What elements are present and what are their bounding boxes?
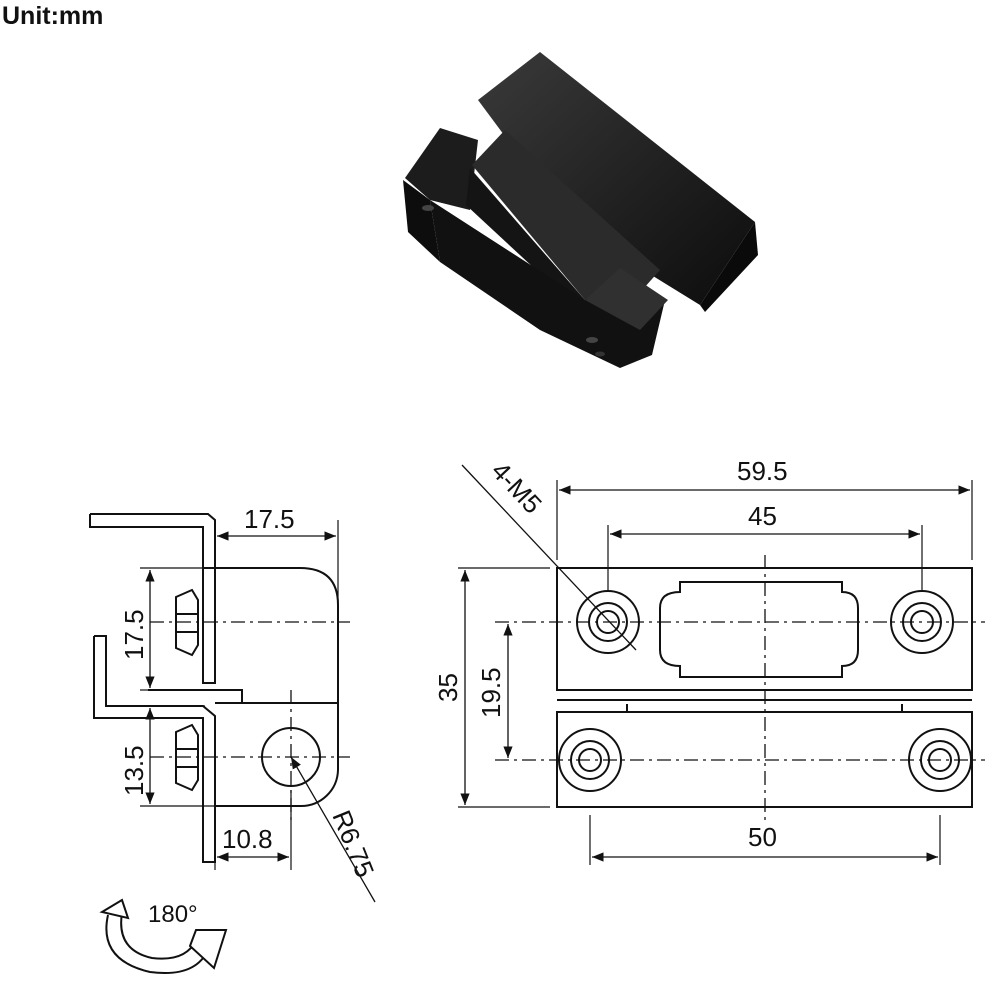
dim-height: 35 xyxy=(433,673,463,702)
dim-overall-width: 59.5 xyxy=(737,456,788,486)
hole-callout: 4-M5 xyxy=(486,456,548,520)
unit-label: Unit:mm xyxy=(2,2,104,30)
dim-hole-spacing: 50 xyxy=(748,822,777,852)
dim-height-lower: 13.5 xyxy=(119,745,149,796)
side-view xyxy=(89,513,376,903)
dim-center-offset: 19.5 xyxy=(476,667,506,718)
dim-offset-bottom: 10.8 xyxy=(222,824,273,854)
front-view xyxy=(458,464,985,865)
rotation-label: 180° xyxy=(148,901,198,928)
dim-slot-width: 45 xyxy=(748,501,777,531)
dim-width-top: 17.5 xyxy=(244,504,295,534)
dim-height-upper: 17.5 xyxy=(119,609,149,660)
dim-radius: R6.75 xyxy=(326,806,380,882)
hinge-photo xyxy=(403,52,758,368)
rotate-arrow-icon xyxy=(99,898,228,974)
